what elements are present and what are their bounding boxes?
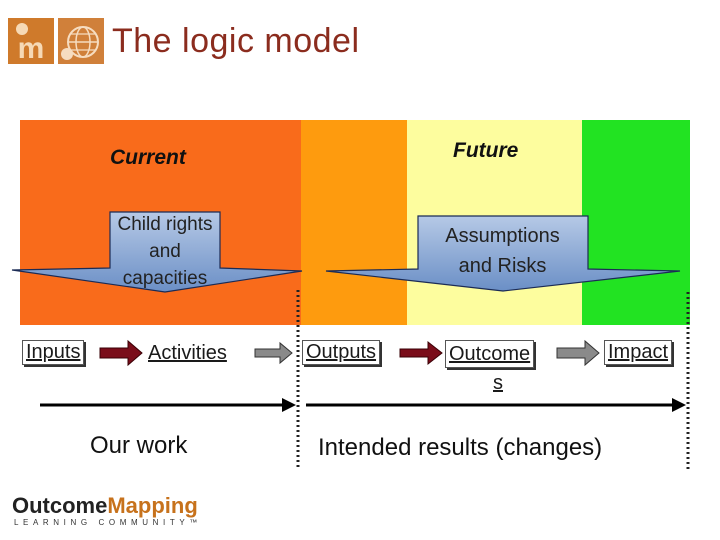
stage-outputs: Outputs [302, 340, 381, 365]
stage-outcomes: Outcome [445, 340, 535, 368]
om-logo-icon: m [8, 18, 54, 65]
callout-left-text: Child rights and capacities [117, 214, 213, 289]
connector-arrow-1 [99, 339, 143, 367]
connector-arrow-3 [399, 340, 443, 366]
intended-results-label: Intended results (changes) [318, 434, 603, 461]
current-label: Current [110, 146, 186, 169]
callout-right-text: Assumptions and Risks [445, 225, 560, 277]
connector-arrow-2 [254, 341, 293, 365]
band-impact [582, 120, 690, 325]
connector-arrow-4 [556, 339, 600, 367]
our-work-label: Our work [90, 432, 188, 459]
logo-letter: m [18, 32, 45, 64]
stage-inputs: Inputs [22, 340, 85, 365]
page-title: The logic model [112, 22, 360, 60]
stage-activities: Activities [148, 342, 227, 364]
stage-outcomes-wrap: s [493, 372, 503, 394]
brand-subtitle: LEARNING COMMUNITY™ [14, 518, 202, 527]
band-outputs [301, 120, 407, 325]
callout-left-shape [11, 211, 303, 293]
brand-wordmark: OutcomeMapping [12, 493, 198, 518]
future-label: Future [453, 139, 519, 162]
stage-impact: Impact [604, 340, 673, 365]
callout-right-shape [325, 215, 681, 292]
globe-icon [58, 18, 104, 64]
